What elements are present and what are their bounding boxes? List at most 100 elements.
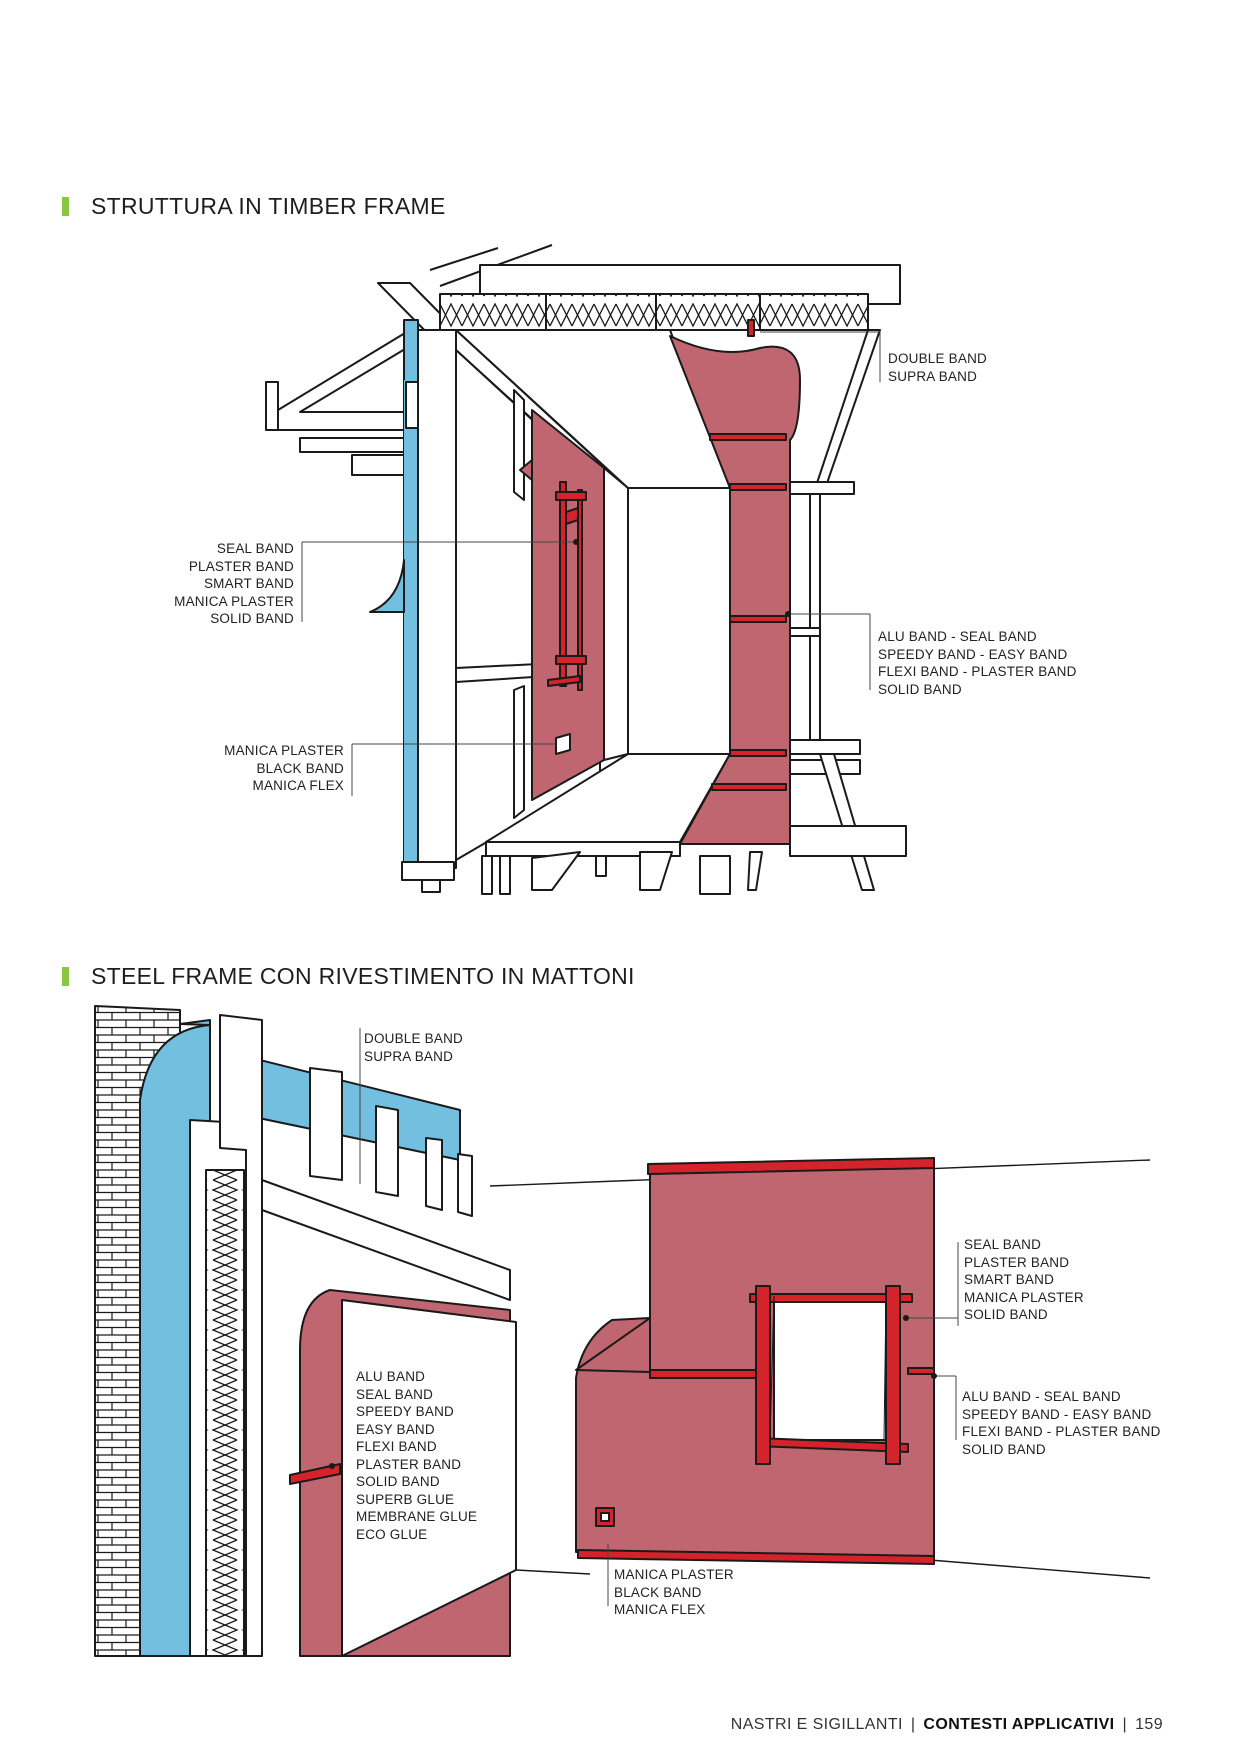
- right-rafter: [815, 329, 881, 487]
- label-line: EASY BAND: [356, 1421, 435, 1437]
- label-line: MEMBRANE GLUE: [356, 1509, 478, 1524]
- label-line: ECO GLUE: [356, 1526, 428, 1542]
- top-seal-band: [647, 1157, 935, 1175]
- leader-lines: [359, 1028, 959, 1606]
- label-line: SPEEDY BAND - EASY BAND: [962, 1406, 1152, 1422]
- label-line: PLASTER BAND: [964, 1254, 1070, 1270]
- label-line: ALU BAND - SEAL BAND: [878, 629, 1037, 644]
- label-line: DOUBLE BAND: [888, 351, 987, 366]
- label-line: DOUBLE BAND: [364, 1031, 463, 1046]
- label-line: SOLID BAND: [356, 1474, 440, 1489]
- right-nogging: [789, 627, 821, 637]
- label-line: FLEXI BAND: [356, 1439, 437, 1454]
- label-line: FLEXI BAND - PLASTER BAND: [878, 664, 1077, 679]
- label-line: SOLID BAND: [210, 611, 294, 626]
- ceiling-insulation: [439, 293, 869, 331]
- steel-frame-diagram: [94, 1005, 1151, 1657]
- wall-stud-inner: [513, 685, 525, 819]
- section-title-steel: STEEL FRAME CON RIVESTIMENTO IN MATTONI: [62, 963, 635, 990]
- floor-joist: [531, 851, 581, 891]
- window-seal-band: [559, 481, 567, 687]
- label-line: BLACK BAND: [614, 1584, 702, 1600]
- label-double-band-supra: DOUBLE BAND SUPRA BAND: [888, 350, 987, 385]
- steel-stud: [425, 1137, 443, 1211]
- label-steel-wall-bands: ALU BAND SEAL BAND SPEEDY BAND EASY BAND…: [356, 1368, 477, 1543]
- label-line: SEAL BAND: [216, 541, 294, 556]
- label-line: MANICA FLEX: [252, 778, 344, 793]
- board-edge: [261, 1179, 511, 1301]
- label-line: SPEEDY BAND: [356, 1404, 454, 1419]
- label-line: PLASTER BAND: [188, 558, 294, 574]
- section-title-text: STRUTTURA IN TIMBER FRAME: [91, 193, 446, 219]
- right-plate: [789, 481, 855, 495]
- label-steel-window-bands: SEAL BAND PLASTER BAND SMART BAND MANICA…: [964, 1236, 1084, 1324]
- footer-chapter: CONTESTI APPLICATIVI: [923, 1716, 1115, 1733]
- footer-section: NASTRI E SIGILLANTI: [730, 1716, 903, 1733]
- wall-stud-inner: [513, 389, 525, 501]
- truss-tie: [351, 454, 405, 476]
- accent-bar: [62, 967, 69, 986]
- window-seal-band: [885, 1285, 901, 1465]
- floor-joist: [747, 851, 763, 891]
- floor-joist: [401, 861, 455, 881]
- leader-lines: [301, 331, 881, 796]
- steel-stud: [219, 1014, 263, 1657]
- label-line: MANICA PLASTER: [224, 743, 344, 758]
- wall-stud: [417, 329, 457, 869]
- label-line: BLACK BAND: [256, 760, 344, 776]
- membrane-joint-band: [729, 483, 787, 491]
- label-line: SOLID BAND: [962, 1441, 1046, 1457]
- window-seal-band: [755, 1285, 771, 1465]
- window-seal-band: [749, 1293, 913, 1303]
- label-line: SUPRA BAND: [888, 368, 978, 384]
- label-line: SUPRA BAND: [364, 1048, 454, 1064]
- floor-joist: [639, 851, 673, 891]
- membrane-joint-band: [711, 783, 787, 791]
- joist-divider: [545, 294, 761, 330]
- vapour-membrane-right: [669, 335, 801, 845]
- page-footer: NASTRI E SIGILLANTI|CONTESTI APPLICATIVI…: [730, 1716, 1163, 1733]
- bottom-seal-band: [577, 1549, 935, 1565]
- label-line: SEAL BAND: [964, 1237, 1042, 1252]
- label-steel-socket-bands: MANICA PLASTER BLACK BAND MANICA FLEX: [614, 1566, 734, 1619]
- label-line: SEAL BAND: [356, 1386, 434, 1402]
- membrane-joint-band: [729, 749, 787, 757]
- page-number: 159: [1135, 1716, 1163, 1733]
- membrane-joint-band: [729, 615, 787, 623]
- label-line: MANICA PLASTER: [614, 1567, 734, 1582]
- membrane-joint-band: [649, 1369, 757, 1379]
- label-line: ALU BAND: [356, 1369, 426, 1384]
- electrical-socket: [555, 733, 571, 755]
- timber-frame-diagram: [265, 244, 907, 895]
- blue-membrane-flap: [369, 559, 405, 613]
- membrane-joint-band: [709, 433, 787, 441]
- steel-stud: [309, 1067, 343, 1181]
- section-title-timber: STRUTTURA IN TIMBER FRAME: [62, 193, 446, 220]
- label-steel-double-band: DOUBLE BAND SUPRA BAND: [364, 1030, 463, 1065]
- floor-edge: [485, 841, 681, 857]
- floor-joist: [699, 855, 731, 895]
- truss-tie: [299, 437, 405, 453]
- accent-bar: [62, 197, 69, 216]
- label-line: SOLID BAND: [878, 681, 962, 697]
- section-title-text: STEEL FRAME CON RIVESTIMENTO IN MATTONI: [91, 963, 635, 989]
- label-line: SUPERB GLUE: [356, 1491, 455, 1507]
- label-line: PLASTER BAND: [356, 1456, 462, 1472]
- window-opening: [773, 1295, 887, 1441]
- truss-post: [265, 381, 279, 431]
- label-line: SOLID BAND: [964, 1307, 1048, 1322]
- roof-truss: [277, 329, 411, 431]
- label-line: SPEEDY BAND - EASY BAND: [878, 646, 1068, 662]
- label-window-bands: SEAL BAND PLASTER BAND SMART BAND MANICA…: [162, 540, 294, 628]
- label-line: SMART BAND: [203, 576, 294, 591]
- floor-joist: [481, 855, 511, 895]
- seal-band-strip: [289, 1463, 341, 1485]
- right-stud: [809, 493, 821, 741]
- corner-return: [603, 467, 629, 761]
- label-line: FLEXI BAND - PLASTER BAND: [962, 1424, 1161, 1439]
- label-steel-joint-bands: ALU BAND - SEAL BAND SPEEDY BAND - EASY …: [962, 1388, 1161, 1458]
- window-seal-band: [577, 489, 583, 691]
- label-line: MANICA FLEX: [614, 1602, 706, 1617]
- back-wall: [627, 487, 731, 755]
- steel-stud: [457, 1153, 473, 1217]
